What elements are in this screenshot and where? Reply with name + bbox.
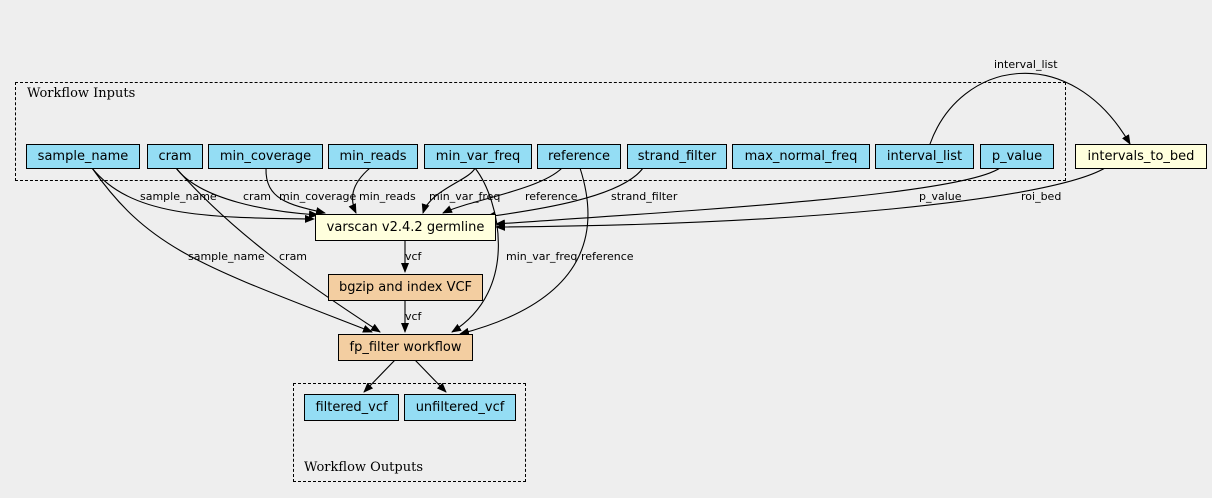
- edge-reference-to-varscan: [442, 167, 563, 214]
- edge-label: min_coverage: [279, 190, 357, 203]
- edge-label: min_var_freq: [429, 190, 500, 203]
- edge-label: vcf: [405, 310, 423, 323]
- edge-label: vcf: [405, 250, 423, 263]
- node-sample-name[interactable]: sample_name: [26, 144, 140, 169]
- edge-cram-to-fp: [175, 167, 381, 333]
- edge-label: reference: [581, 250, 634, 263]
- edge-sample-name-to-fp: [91, 167, 373, 333]
- node-reference[interactable]: reference: [537, 144, 621, 169]
- edge-min-var-freq-to-varscan: [421, 167, 476, 214]
- node-min-coverage[interactable]: min_coverage: [208, 144, 323, 169]
- edge-label: strand_filter: [611, 190, 678, 203]
- edge-label: p_value: [919, 190, 962, 203]
- edge-label: cram: [243, 190, 271, 203]
- node-interval-list[interactable]: interval_list: [875, 144, 974, 169]
- workflow-outputs-cluster: [293, 383, 526, 482]
- node-min-var-freq[interactable]: min_var_freq: [424, 144, 532, 169]
- workflow-inputs-label: Workflow Inputs: [27, 86, 136, 101]
- edge-label: sample_name: [188, 250, 265, 263]
- workflow-inputs-cluster: [15, 82, 1066, 181]
- node-unfiltered-vcf[interactable]: unfiltered_vcf: [404, 394, 516, 421]
- node-p-value[interactable]: p_value: [980, 144, 1054, 169]
- edge-label: sample_name: [140, 190, 217, 203]
- edge-cram-to-varscan: [175, 167, 319, 219]
- node-filtered-vcf[interactable]: filtered_vcf: [304, 394, 399, 421]
- edge-reference-to-fp: [459, 167, 589, 336]
- node-min-reads[interactable]: min_reads: [328, 144, 418, 169]
- edge-interval-list-to-bed: [929, 72, 1131, 145]
- edge-p-value-to-varscan: [495, 167, 1001, 228]
- edge-label: cram: [279, 250, 307, 263]
- node-bgzip[interactable]: bgzip and index VCF: [328, 274, 483, 301]
- edge-fp-to-filtered: [363, 359, 396, 393]
- node-cram[interactable]: cram: [147, 144, 203, 169]
- node-intervals-to-bed[interactable]: intervals_to_bed: [1075, 144, 1207, 169]
- edge-min-coverage-to-varscan: [265, 167, 326, 215]
- edge-roi-bed-to-varscan: [495, 167, 1106, 231]
- node-fp-filter[interactable]: fp_filter workflow: [338, 334, 473, 361]
- edge-min-reads-to-varscan: [348, 167, 371, 214]
- edge-strand-filter-to-varscan: [485, 167, 644, 220]
- node-max-normal-freq[interactable]: max_normal_freq: [732, 144, 870, 169]
- edge-fp-to-unfiltered: [414, 359, 447, 393]
- edge-min-var-freq-to-fp: [451, 167, 499, 333]
- edge-label: min_reads: [359, 190, 416, 203]
- edge-label: roi_bed: [1021, 190, 1061, 203]
- node-strand-filter[interactable]: strand_filter: [627, 144, 727, 169]
- node-varscan[interactable]: varscan v2.4.2 germline: [315, 214, 496, 241]
- edge-label: reference: [525, 190, 578, 203]
- edge-label: min_var_freq: [506, 250, 577, 263]
- edge-sample-name-to-varscan: [91, 167, 315, 223]
- edge-label: interval_list: [994, 58, 1058, 71]
- workflow-outputs-label: Workflow Outputs: [304, 460, 423, 475]
